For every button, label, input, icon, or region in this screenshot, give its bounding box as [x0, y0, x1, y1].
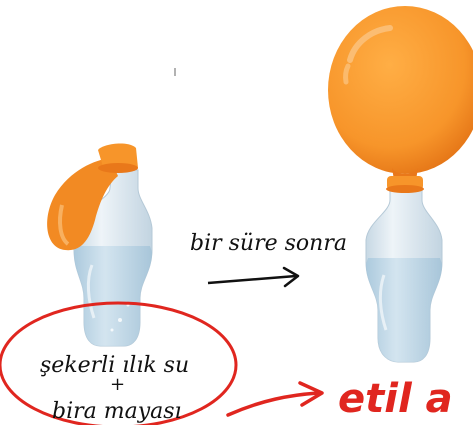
balloon-inflated-body	[328, 6, 473, 174]
caption-arrow-label: bir süre sonra	[190, 231, 347, 256]
bottle-after	[366, 188, 442, 362]
bottle-after-water	[366, 258, 442, 362]
balloon-inflated	[328, 6, 473, 193]
ingredient-line2: bira mayası	[52, 399, 182, 424]
arrow-right-icon	[208, 268, 298, 286]
handwritten-note: etil a	[338, 376, 453, 422]
annotation-arrow	[228, 383, 322, 415]
ingredient-plus: +	[110, 374, 125, 395]
